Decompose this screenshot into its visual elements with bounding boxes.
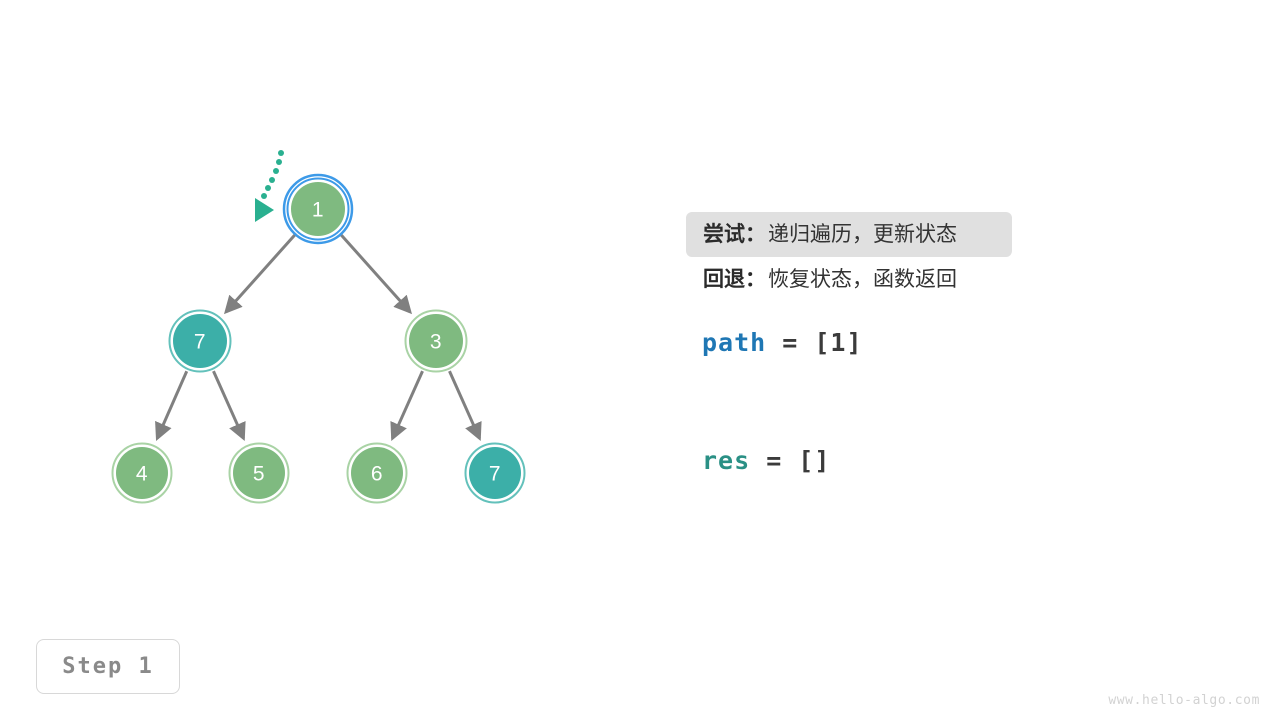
explanation-panel: 尝试： 递归遍历，更新状态 回退： 恢复状态，函数返回 [686,212,1166,302]
tree-node-6-n6[interactable] [351,447,403,499]
node-outer-ring-n6 [346,442,408,504]
node-outer-ring-n7r [464,442,526,504]
node-active-ring-1 [282,173,354,245]
panel-line-try-keyword: 尝试： [703,223,766,246]
pointer-dot-5 [261,193,267,199]
node-outer-ring-n7l [168,309,232,373]
code-line-res: res = [] [702,448,830,473]
node-outer-ring-n5 [228,442,290,504]
panel-line-try: 尝试： 递归遍历，更新状态 [686,212,1012,257]
tree-edges [155,232,482,442]
tree-node-5-n5[interactable] [233,447,285,499]
code-line-path: path = [1] [702,330,863,355]
tree-node-1-n1[interactable] [291,182,345,236]
code-expr-res: = [] [750,446,831,475]
tree-node-7-n7r[interactable] [469,447,521,499]
panel-line-backtrack-keyword: 回退： [703,268,766,291]
panel-line-backtrack-text: 恢复状态，函数返回 [768,268,957,291]
code-var-path: path [702,328,767,357]
tree-node-7-n7l[interactable] [173,314,227,368]
watermark: www.hello-algo.com [1108,693,1260,708]
tree-edge-n1-n3 [338,232,413,315]
pointer-dot-3 [269,177,275,183]
pointer-dot-1 [276,159,282,165]
pointer-dot-2 [273,168,279,174]
node-outer-ring-n3 [404,309,468,373]
panel-line-try-text: 递归遍历，更新状态 [768,223,957,246]
pointer-dot-0 [278,150,284,156]
panel-line-backtrack: 回退： 恢复状态，函数返回 [686,257,1012,302]
tree-edge-n3-n7r [448,370,482,442]
tree-node-3-n3[interactable] [409,314,463,368]
step-badge: Step 1 [36,639,180,694]
pointer-dot-4 [265,185,271,191]
code-expr-path: = [1] [766,328,863,357]
tree-edge-n3-n6 [390,370,424,442]
tree-edge-n7l-n5 [212,370,246,442]
tree-edge-n1-n7l [223,232,298,315]
pointer-arrow-icon [255,198,274,222]
code-var-res: res [702,446,751,475]
node-outer-ring-n1 [286,177,350,241]
node-outer-ring-n4 [111,442,173,504]
tree-nodes [111,173,526,504]
tree-node-4-n4[interactable] [116,447,168,499]
tree-edge-n7l-n4 [155,370,189,441]
recursion-pointer-icon [255,150,284,222]
